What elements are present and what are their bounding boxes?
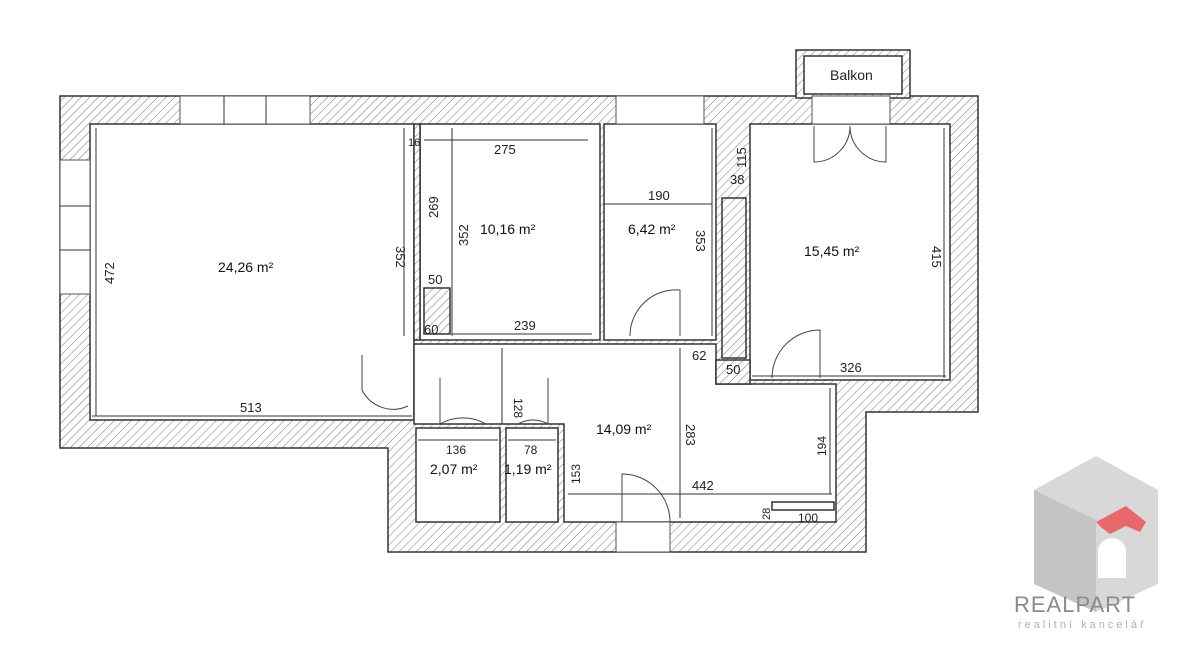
dim-62: 62 [692, 348, 706, 363]
dim-115: 115 [734, 147, 749, 168]
door-balcony-right [849, 125, 887, 163]
room-bedroom-right [749, 123, 951, 381]
dim-38: 38 [730, 172, 744, 187]
dim-60: 60 [424, 322, 438, 337]
door-living [361, 355, 409, 410]
window-bottom [615, 521, 671, 553]
dim-50b: 50 [726, 362, 740, 377]
balcony [803, 55, 903, 95]
dim-153: 153 [569, 464, 583, 484]
room-living [89, 123, 415, 421]
dim-283: 283 [683, 424, 698, 446]
dim-78: 78 [524, 443, 538, 457]
dim-239: 239 [514, 318, 536, 333]
brand-tagline: realitní kancelář [1018, 619, 1147, 631]
dim-190: 190 [648, 188, 670, 203]
door-room-middle [629, 289, 681, 337]
dim-442: 442 [692, 478, 714, 493]
window-sill-100 [771, 501, 835, 511]
wall-stub-hall [715, 359, 751, 385]
balcony-door-opening [811, 95, 891, 125]
wall-stub-left [413, 123, 421, 341]
window-top-2 [615, 95, 705, 125]
window-top-1 [179, 95, 311, 125]
dim-275: 275 [494, 142, 516, 157]
room-wc [505, 427, 559, 523]
wall-stub-closet [423, 287, 451, 335]
realpart-logo: REALPART realitní kancelář [1014, 456, 1158, 631]
dim-16: 16 [408, 137, 420, 149]
dim-352a: 352 [393, 246, 408, 268]
wall-stub-right [721, 197, 747, 359]
room-middle [603, 123, 717, 341]
dim-50a: 50 [428, 272, 442, 287]
brand-name: REALPART [1014, 592, 1136, 617]
dim-136: 136 [446, 443, 466, 457]
window-left [59, 159, 91, 295]
area-bathroom: 2,07 m² [430, 461, 478, 477]
balcony-label: Balkon [830, 67, 873, 83]
door-bedroom-right [771, 329, 821, 379]
dim-513: 513 [240, 400, 262, 415]
door-balcony-left [813, 125, 851, 163]
logo-roof-icon [1096, 506, 1146, 534]
area-wc: 1,19 m² [504, 461, 552, 477]
door-wc [517, 378, 549, 425]
dim-194: 194 [815, 436, 829, 456]
dim-269: 269 [426, 196, 441, 218]
dim-100: 100 [798, 511, 818, 525]
dim-326: 326 [840, 360, 862, 375]
room-bathroom [415, 427, 501, 523]
logo-house-shade [1034, 490, 1096, 612]
dim-352b: 352 [456, 224, 471, 246]
dim-472: 472 [102, 262, 117, 284]
area-living: 24,26 m² [218, 259, 274, 275]
dim-128: 128 [511, 398, 525, 418]
area-bedroom-right: 15,45 m² [804, 243, 860, 259]
dim-28: 28 [761, 508, 773, 520]
area-room-middle: 6,42 m² [628, 221, 676, 237]
area-bedroom-small: 10,16 m² [480, 221, 536, 237]
logo-door-icon [1098, 538, 1126, 578]
door-bathroom [439, 378, 487, 425]
area-hall: 14,09 m² [596, 421, 652, 437]
door-hall-bottom [621, 473, 671, 523]
dim-415: 415 [929, 246, 944, 268]
dim-353: 353 [693, 230, 708, 252]
room-hall [413, 343, 837, 523]
